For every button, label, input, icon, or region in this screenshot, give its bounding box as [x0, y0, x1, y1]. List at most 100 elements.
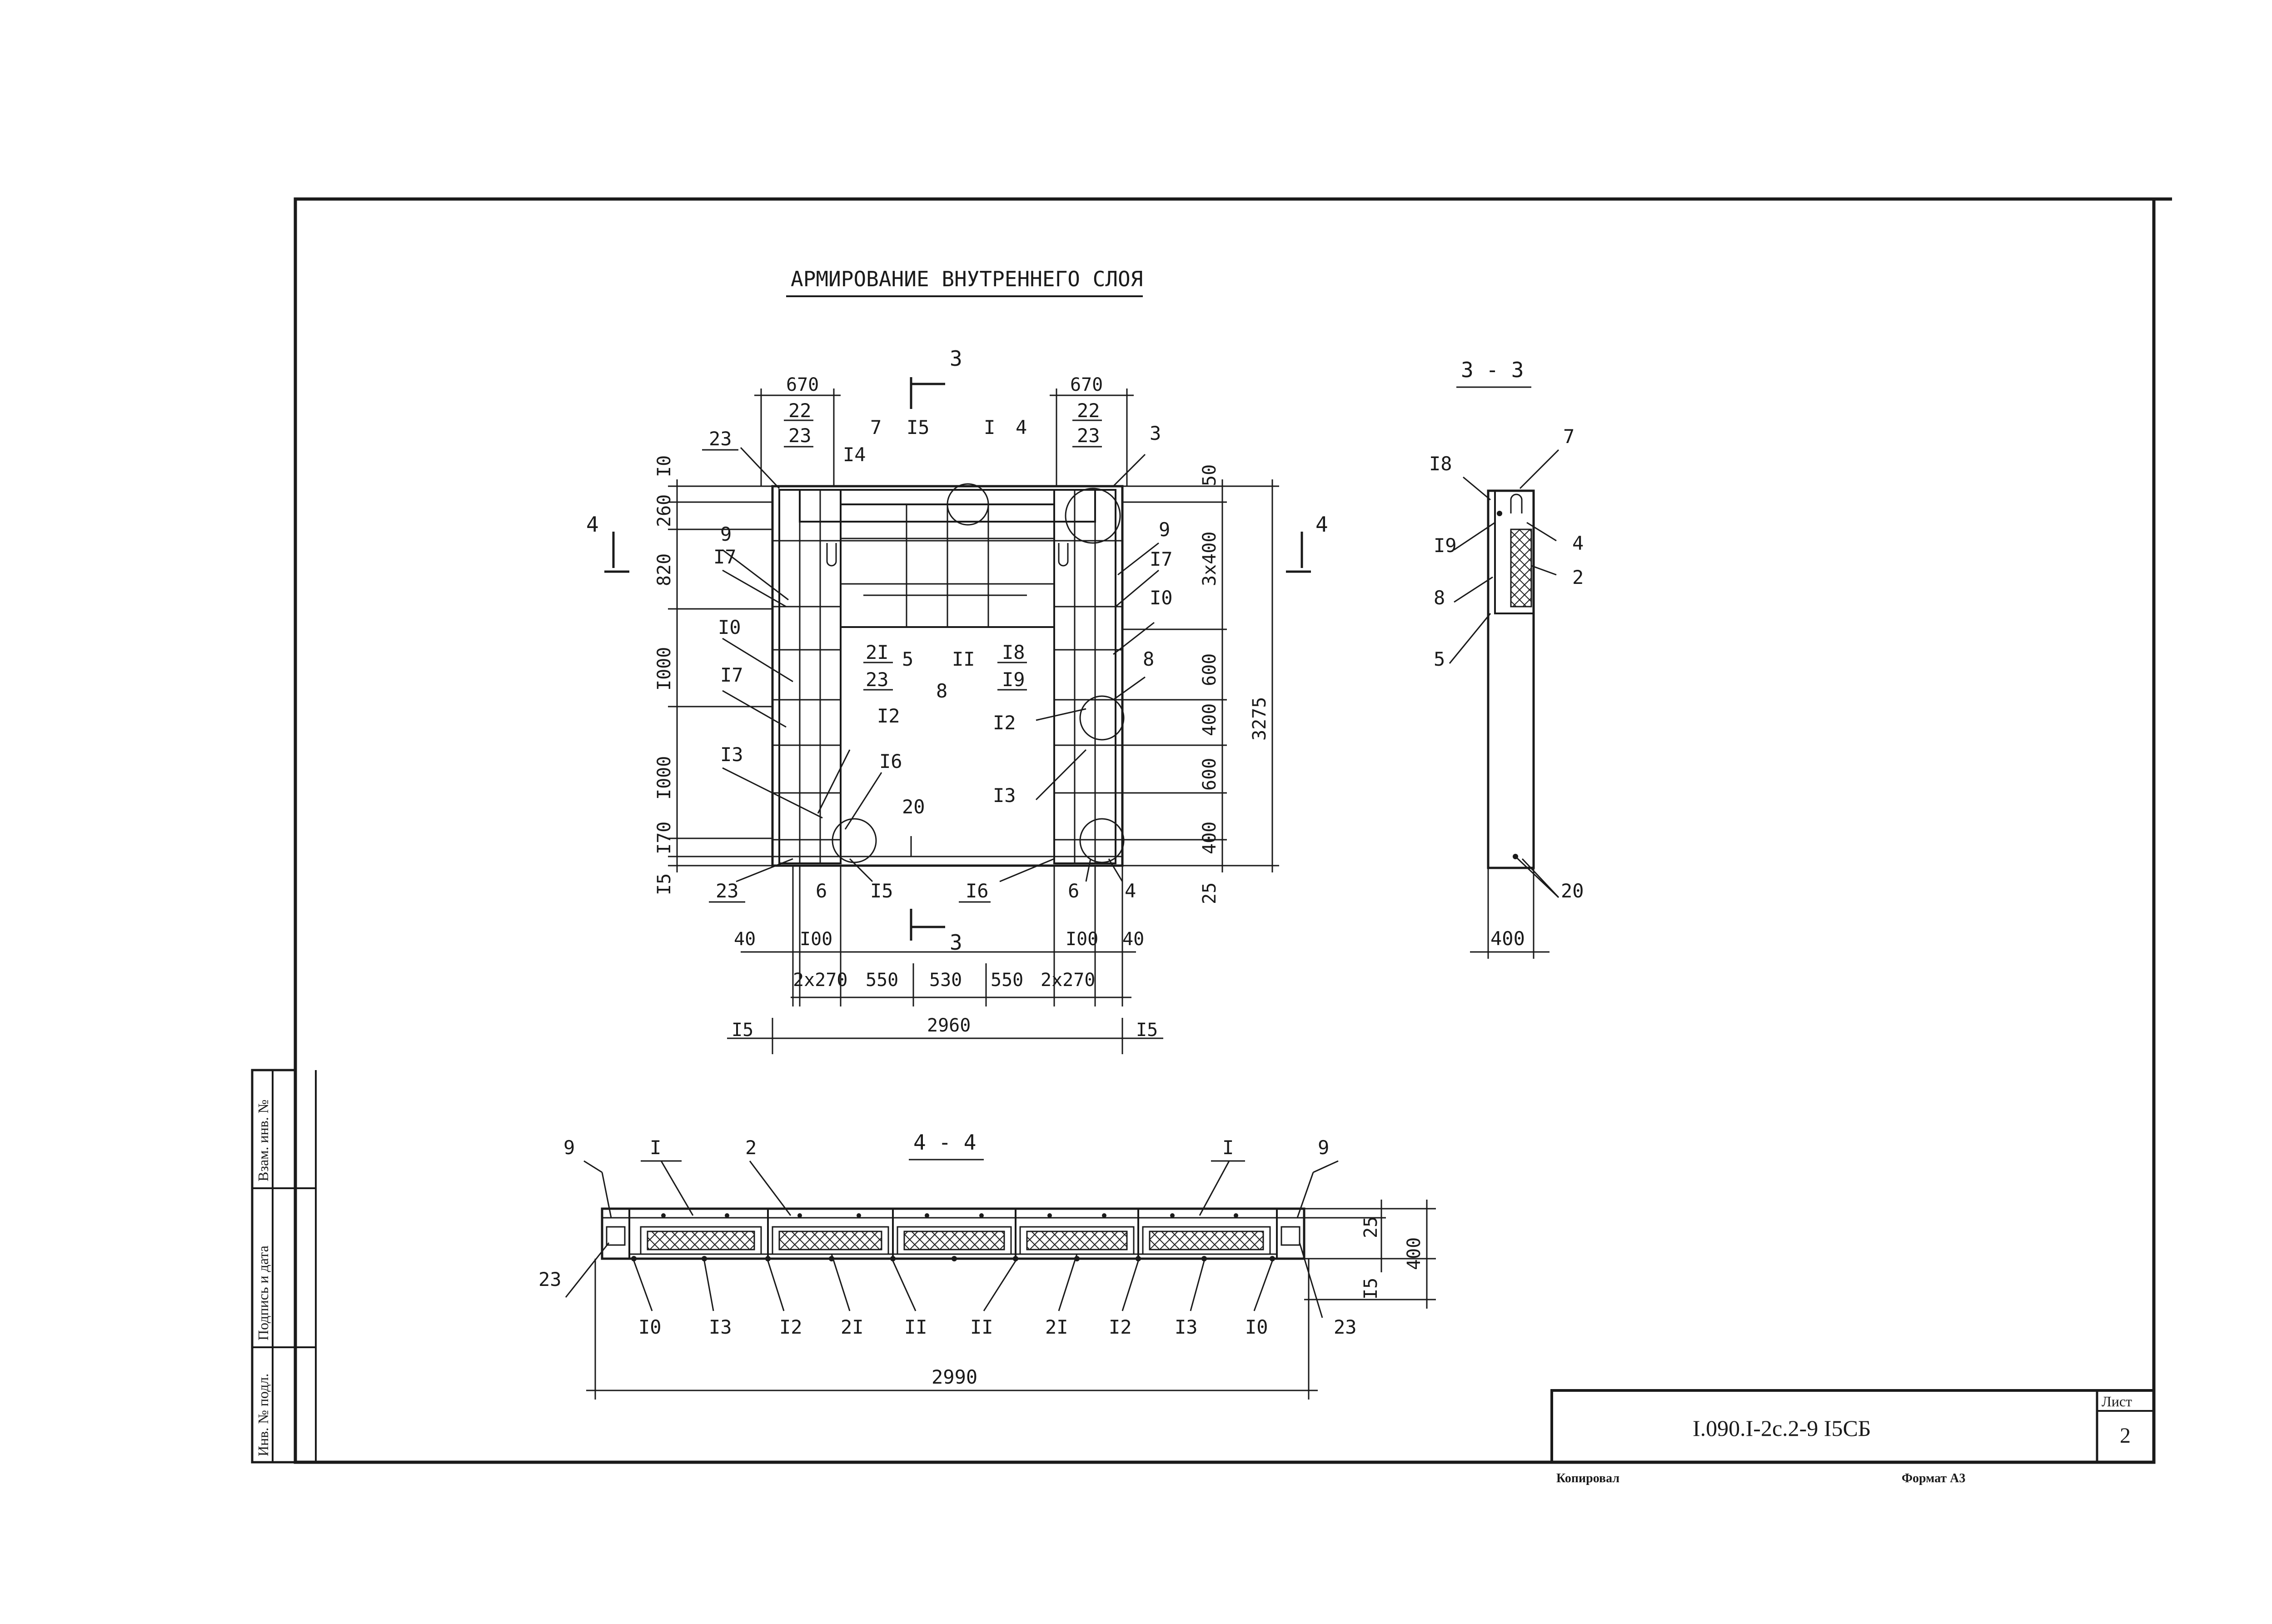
insulation-2 — [778, 1230, 882, 1250]
s44-bottom-21a: 2I — [841, 1316, 864, 1338]
sheet-number: 2 — [2120, 1424, 2131, 1448]
s33-label-7: 7 — [1563, 425, 1574, 448]
s33-label-19: I9 — [1434, 534, 1457, 557]
label-14: I4 — [843, 443, 866, 466]
dim-row-530: 530 — [929, 970, 962, 991]
s44-bottom-11a: II — [904, 1316, 927, 1338]
label-7-plan: 7 — [870, 416, 882, 438]
dim-overall-width: 2960 — [927, 1015, 971, 1036]
label-10-left: I0 — [718, 616, 741, 638]
dim-right-600a: 600 — [1199, 653, 1220, 686]
dim-bottom-100b: I00 — [1066, 929, 1098, 950]
dim-bottom-100a: I00 — [800, 929, 832, 950]
dim-bottom-40a: 40 — [734, 929, 756, 950]
s33-label-8: 8 — [1434, 587, 1445, 609]
format-label: Формат А3 — [1902, 1471, 1965, 1485]
cut-mark-3-top: 3 — [950, 346, 962, 371]
label-8-center: 8 — [936, 680, 947, 702]
cut-mark-3-bottom: 3 — [950, 930, 962, 955]
right-pier — [1053, 489, 1116, 864]
label-6-left: 6 — [816, 880, 827, 902]
s44-label-9-left: 9 — [563, 1136, 575, 1159]
label-15-top: I5 — [907, 416, 930, 438]
label-17-right: I7 — [1150, 548, 1173, 570]
label-4-plan: 4 — [1016, 416, 1027, 438]
insulation-1 — [647, 1230, 755, 1250]
strip-inv-label: Инв. № подл. — [255, 1374, 271, 1456]
s44-label-1-right: I — [1222, 1136, 1234, 1159]
detail-circle-4 — [1079, 818, 1125, 863]
dim-edge-15-left: I5 — [732, 1020, 753, 1041]
label-6-right: 6 — [1068, 880, 1079, 902]
panel-outline — [771, 485, 1124, 867]
s33-label-4: 4 — [1572, 532, 1584, 554]
detail-circle-1 — [947, 483, 989, 526]
label-16-left: I6 — [879, 750, 902, 772]
label-22-right: 22 — [1077, 399, 1100, 422]
dim-top-right: 670 — [1070, 374, 1103, 395]
dim-row-550a: 550 — [866, 970, 898, 991]
dim-bottom-40b: 40 — [1122, 929, 1144, 950]
side-strip: Инв. № подл. Подпись и дата Взам. инв. № — [251, 1069, 317, 1464]
label-12-right: I2 — [993, 712, 1016, 734]
dim-right-400a: 400 — [1199, 703, 1220, 736]
label-19-center: I9 — [1002, 668, 1025, 691]
dim-right-3x400: 3x400 — [1199, 532, 1220, 586]
dim-edge-15-right: I5 — [1136, 1020, 1158, 1041]
copied-label: Копировал — [1556, 1471, 1619, 1485]
dim-right-400b: 400 — [1199, 822, 1220, 854]
cut-mark-4-left: 4 — [586, 512, 599, 537]
dim-row-2x270a: 2x270 — [793, 970, 847, 991]
dim-left-170: I70 — [654, 822, 675, 854]
dim-left-260: 260 — [654, 494, 675, 527]
sheet-label: Лист — [2102, 1393, 2132, 1410]
label-21-center: 2I — [866, 641, 889, 663]
strip-replace-label: Взам. инв. № — [255, 1100, 271, 1181]
section-4-4-title: 4 - 4 — [913, 1130, 976, 1155]
s33-label-20: 20 — [1561, 880, 1584, 902]
label-20-plan: 20 — [902, 796, 925, 818]
s44-bottom-12a: I2 — [779, 1316, 802, 1338]
label-22-left: 22 — [788, 399, 812, 422]
label-5-center: 5 — [902, 648, 913, 670]
label-1-plan: I — [984, 416, 995, 438]
label-11-center: II — [952, 648, 975, 670]
label-23-bl: 23 — [716, 880, 739, 902]
label-17-left-2: I7 — [720, 664, 743, 686]
label-12-left: I2 — [877, 705, 900, 727]
label-9-left: 9 — [720, 523, 732, 545]
label-3-plan: 3 — [1150, 422, 1161, 444]
s44-dim-25: 25 — [1360, 1216, 1381, 1238]
s44-label-23-right: 23 — [1334, 1316, 1357, 1338]
dim-right-600b: 600 — [1199, 758, 1220, 791]
dim-left-1000b: I000 — [654, 756, 675, 800]
label-23-tl: 23 — [709, 428, 732, 450]
cut-mark-4-right: 4 — [1315, 512, 1328, 537]
dim-left-1000a: I000 — [654, 647, 675, 691]
dim-right-50: 50 — [1199, 464, 1220, 486]
label-18-center: I8 — [1002, 641, 1025, 663]
insulation-4 — [1026, 1230, 1128, 1250]
label-8-right: 8 — [1143, 648, 1154, 670]
s44-bottom-10b: I0 — [1245, 1316, 1268, 1338]
dim-row-550b: 550 — [991, 970, 1023, 991]
dim-left-15: I5 — [654, 873, 675, 895]
insulation-3-3 — [1510, 528, 1532, 608]
label-23-left: 23 — [788, 424, 812, 447]
label-13-left: I3 — [720, 743, 743, 766]
s44-bottom-10a: I0 — [638, 1316, 662, 1338]
dim-row-2x270b: 2x270 — [1041, 970, 1095, 991]
s44-label-23-left: 23 — [538, 1268, 562, 1290]
dim-overall-height: 3275 — [1249, 697, 1270, 741]
label-23-right: 23 — [1077, 424, 1100, 447]
label-23-center: 23 — [866, 668, 889, 691]
s44-bottom-13a: I3 — [709, 1316, 732, 1338]
section-3-3: 3 - 3 I8 7 I9 4 2 8 5 — [1429, 358, 1584, 959]
s44-bottom-12b: I2 — [1109, 1316, 1132, 1338]
s33-width-dim: 400 — [1490, 927, 1525, 950]
s44-label-9-right: 9 — [1318, 1136, 1329, 1159]
label-15-bottom: I5 — [870, 880, 893, 902]
insulation-5 — [1149, 1230, 1264, 1250]
s44-label-2: 2 — [745, 1136, 757, 1159]
left-pier — [778, 489, 842, 864]
